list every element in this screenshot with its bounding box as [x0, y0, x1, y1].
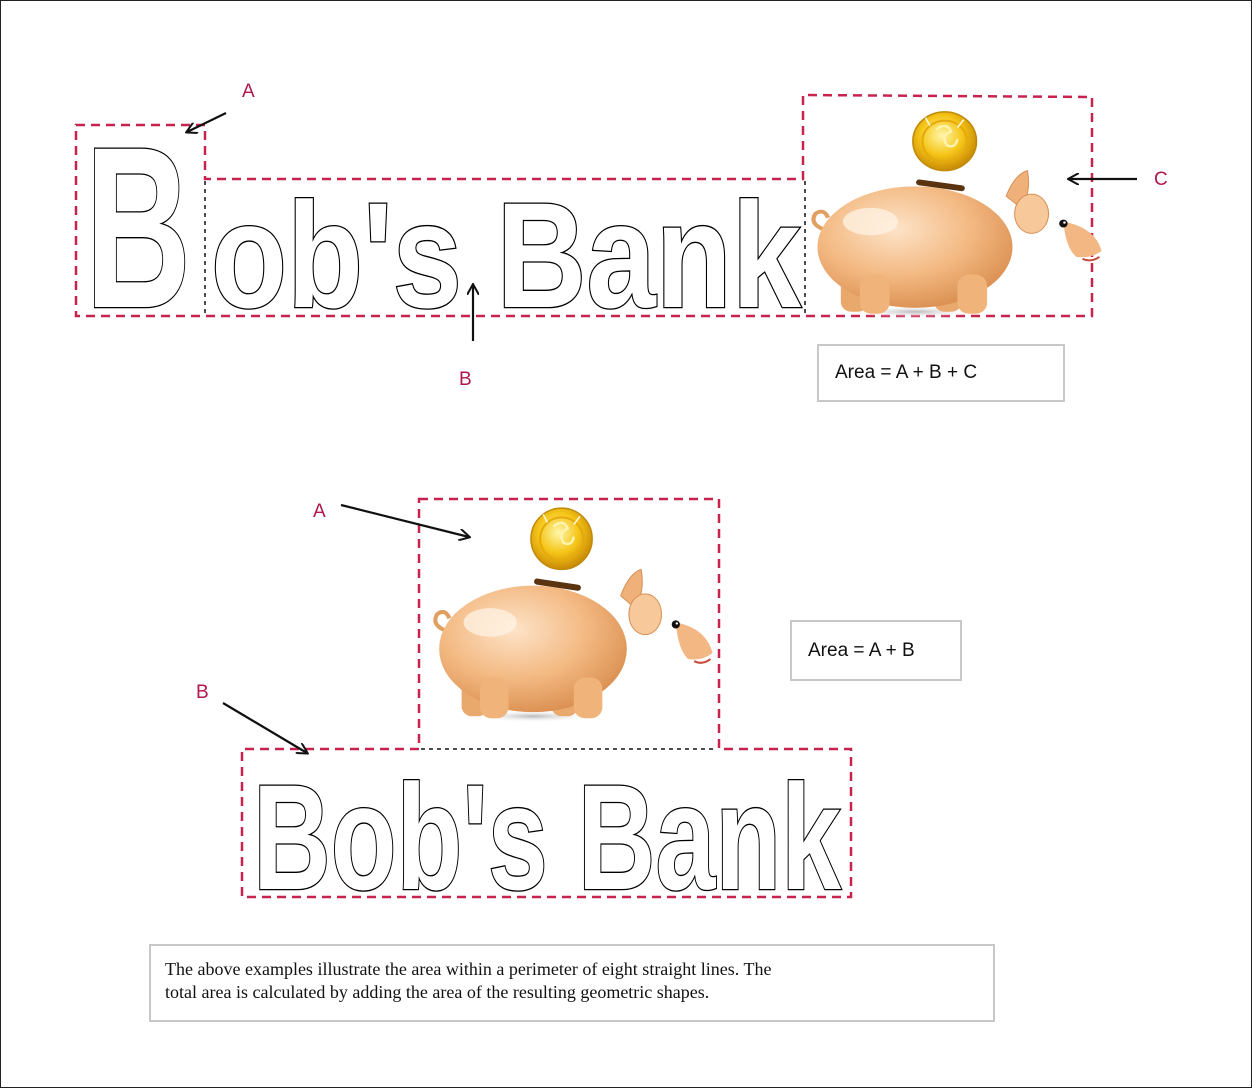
label-a-1: A [242, 81, 255, 102]
explanation-note: The above examples illustrate the area w… [149, 944, 995, 1022]
label-b-2: B [196, 682, 209, 703]
diagram-1: B ob's Bank [74, 93, 1137, 357]
arrow-icon [340, 503, 469, 537]
diagram-2: Bob's Bank [222, 497, 853, 922]
area-formula-1: Area = A + B + C [817, 344, 1065, 402]
area-formula-2: Area = A + B [790, 620, 962, 681]
logo-text-rest: ob's Bank [211, 171, 801, 339]
note-line-2: total area is calculated by adding the a… [165, 982, 710, 1002]
perimeter-outline-2 [240, 497, 853, 899]
label-b-1: B [459, 369, 472, 390]
arrow-icon [222, 702, 307, 753]
piggy-bank-icon [435, 508, 712, 722]
logo-letter-b: B [85, 99, 191, 356]
piggy-bank-icon [813, 112, 1101, 318]
logo-text: Bob's Bank [253, 753, 841, 921]
label-c-1: C [1154, 169, 1168, 190]
arrow-icon [187, 112, 227, 132]
note-line-1: The above examples illustrate the area w… [165, 959, 772, 979]
label-a-2: A [313, 501, 326, 522]
